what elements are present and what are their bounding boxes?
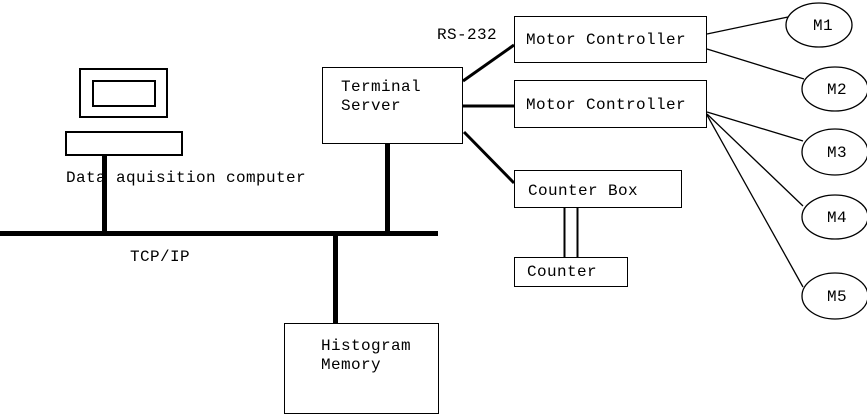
motor-m2-label: M2 [826, 81, 848, 99]
counter-node [514, 257, 628, 287]
motor-m4-label: M4 [826, 209, 848, 227]
terminal-server-label: Terminal Server [341, 78, 422, 115]
motor-controller-1-node [514, 16, 707, 63]
terminal-server-to-counter-box-link [462, 130, 516, 185]
motor-controller-2-to-m5-link [706, 114, 804, 288]
terminal-server-node [322, 67, 463, 144]
motor-m4-ellipse [801, 194, 867, 240]
motor-m2-ellipse [801, 66, 867, 112]
data-acquisition-computer-label: Data aquisition computer [66, 169, 307, 187]
tcpip-label: TCP/IP [130, 248, 191, 266]
terminal-server-to-motor-controller-1-link [462, 43, 515, 83]
motor-controller-2-to-m3-link [706, 111, 804, 142]
motor-m5-ellipse [801, 272, 867, 320]
motor-controller-1-to-m2-link [706, 48, 805, 80]
counter-label: Counter [527, 263, 598, 281]
motor-m5-label: M5 [826, 288, 848, 306]
motor-controller-1-to-m1-link [706, 16, 789, 35]
motor-m1-ellipse [785, 2, 853, 48]
counter-box-node [514, 170, 682, 208]
motor-m3-label: M3 [826, 144, 848, 162]
motor-m1-label: M1 [812, 17, 834, 35]
computer-keyboard-icon [65, 131, 183, 156]
motor-controller-2-node [514, 80, 707, 128]
motor-controller-1-label: Motor Controller [526, 31, 687, 49]
motor-controller-2-to-m4-link [706, 113, 804, 207]
counter-box-label: Counter Box [528, 182, 639, 200]
motor-controller-2-label: Motor Controller [526, 96, 687, 114]
computer-screen-icon [92, 80, 156, 107]
rs232-label: RS-232 [437, 26, 498, 44]
motor-m3-ellipse [801, 128, 867, 176]
histogram-memory-label: Histogram Memory [321, 337, 412, 374]
